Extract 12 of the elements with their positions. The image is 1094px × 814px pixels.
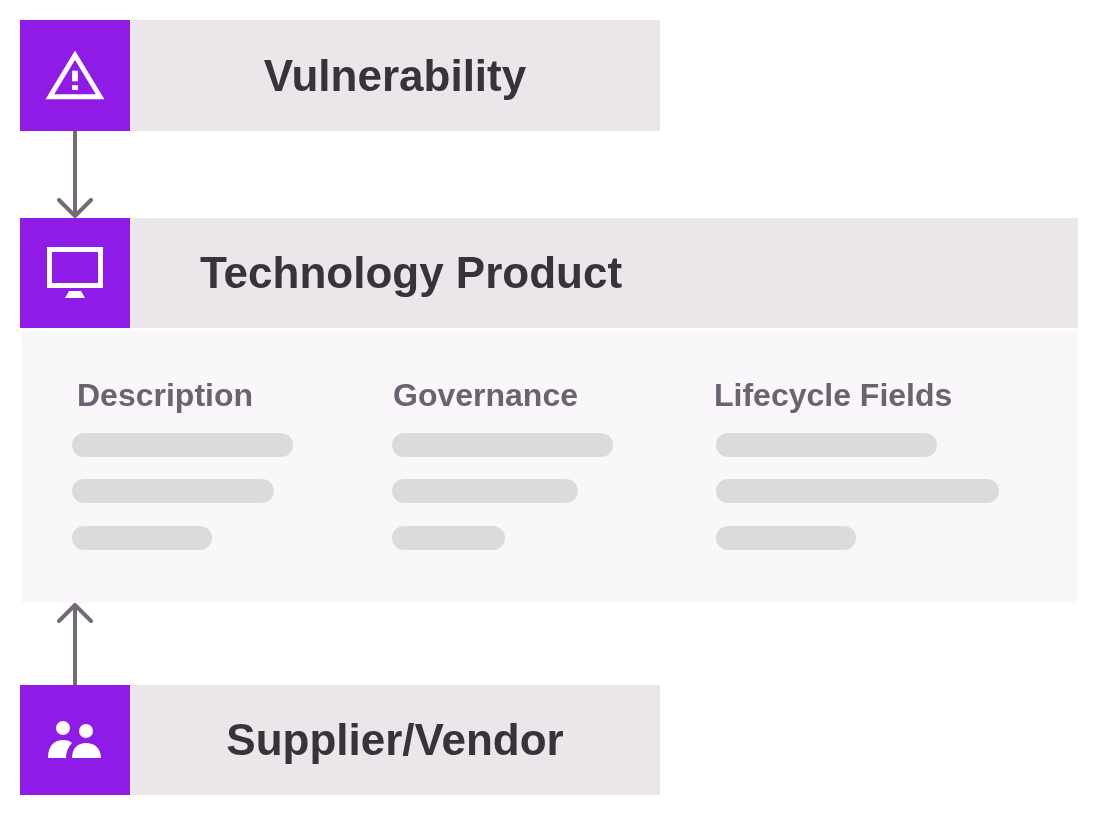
section-heading: Lifecycle Fields (714, 379, 953, 411)
section-heading: Governance (393, 379, 578, 411)
entity-box (20, 218, 1078, 328)
entity-title: Vulnerability (263, 49, 527, 102)
entity-box (20, 685, 660, 795)
entity-title: Supplier/Vendor (226, 714, 564, 766)
arrow (57, 131, 93, 218)
section-heading: Description (77, 379, 254, 411)
arrow (57, 603, 93, 685)
entity-box (20, 20, 660, 131)
details-panel (22, 331, 1078, 603)
entity-title: Technology Product (200, 247, 623, 299)
